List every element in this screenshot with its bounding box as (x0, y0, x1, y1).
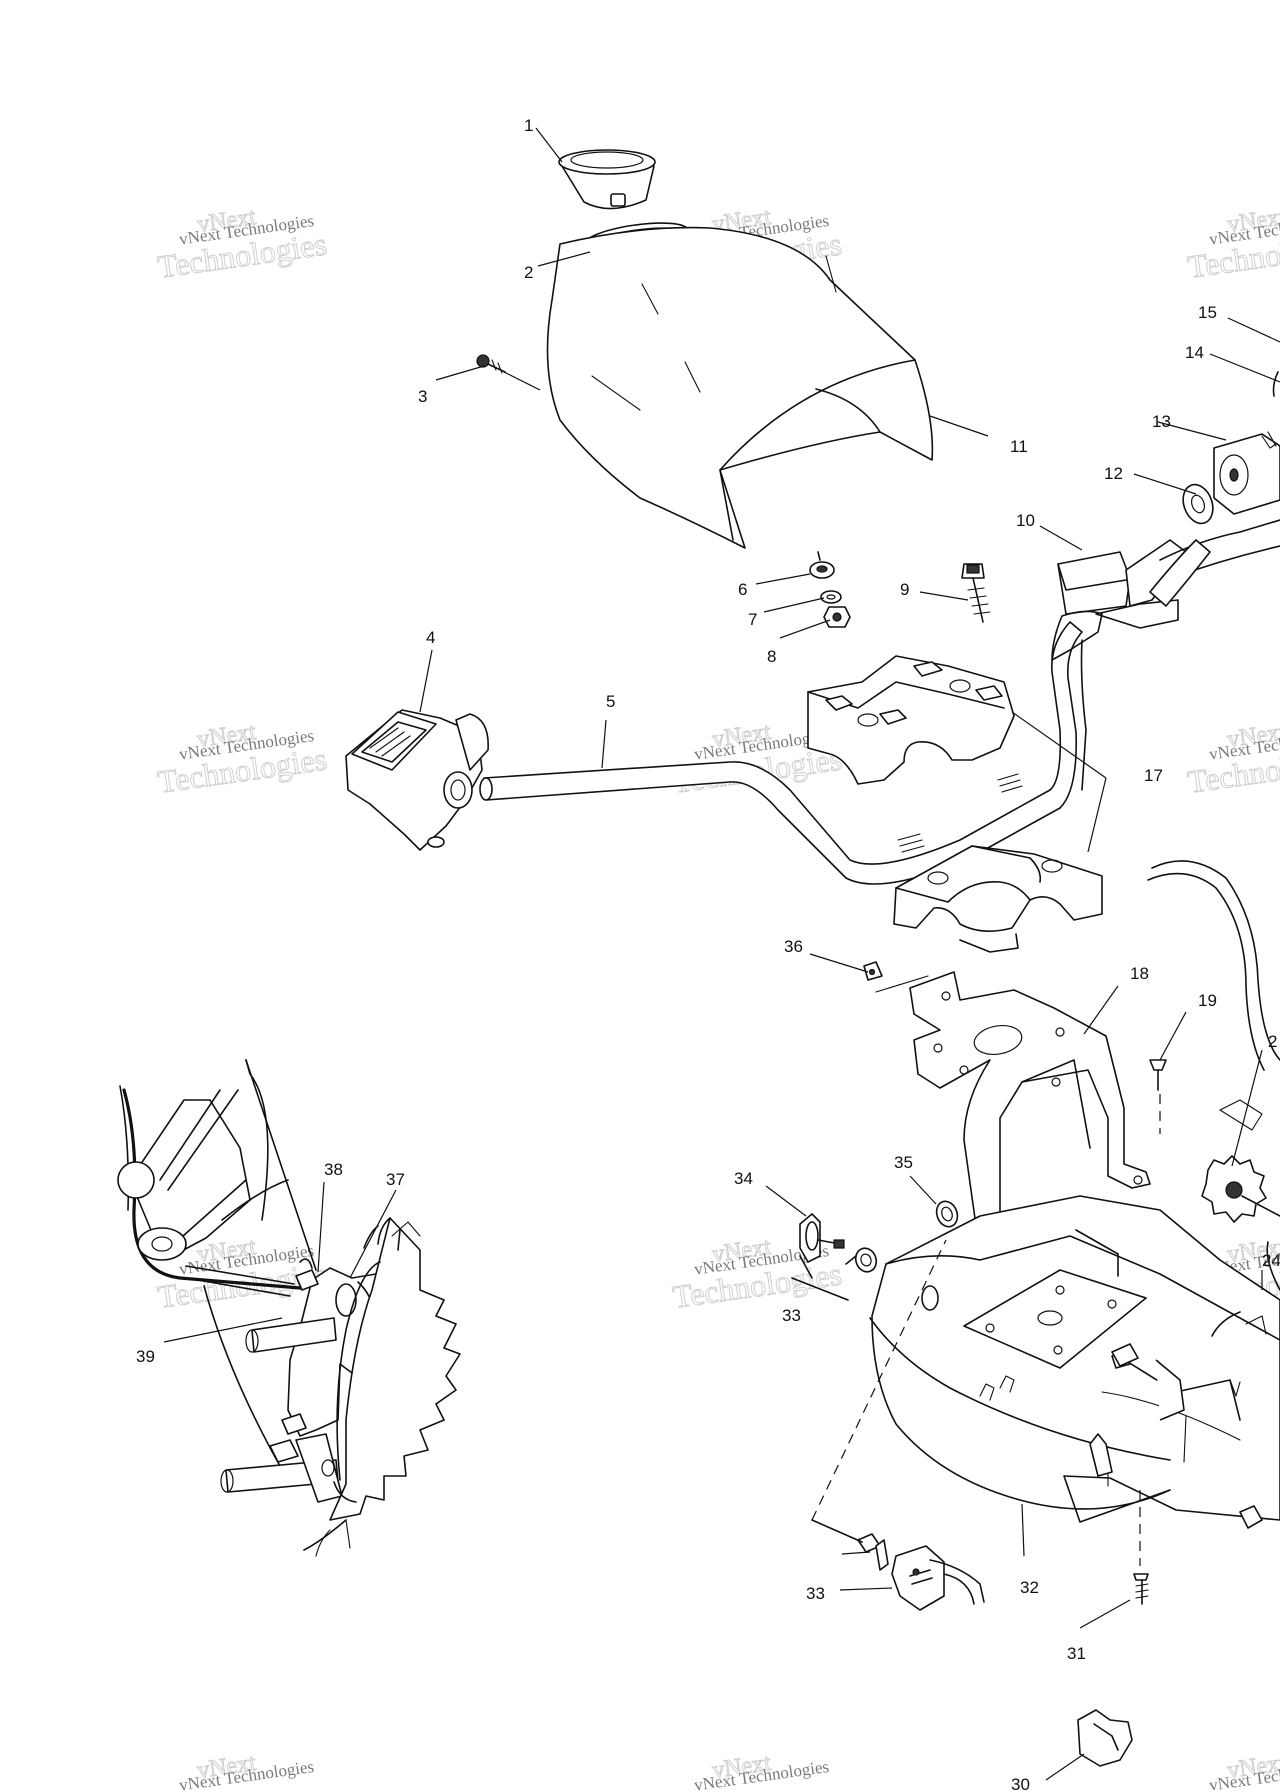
label-19: 19 (1198, 991, 1217, 1010)
label-30: 30 (1011, 1775, 1030, 1792)
part-33-bulb-upper (791, 1247, 878, 1301)
label-3: 3 (418, 387, 427, 406)
label-18: 18 (1130, 964, 1149, 983)
parts-6-7-8-hardware (809, 551, 851, 628)
label-33-upper: 33 (782, 1306, 801, 1325)
label-33-lower: 33 (806, 1584, 825, 1603)
part-19-screw (1149, 1059, 1167, 1134)
fastener-nut (1111, 1343, 1263, 1529)
part-32-console-housing (869, 1195, 1280, 1523)
part-9-bolt (961, 563, 991, 623)
inset-gear (303, 1217, 461, 1557)
label-39: 39 (136, 1347, 155, 1366)
part-5-handlebar (479, 610, 1103, 885)
watermark: vNext vNext Technologies Technologies (155, 718, 330, 800)
label-10: 10 (1016, 511, 1035, 530)
label-24: 24 (1262, 1251, 1280, 1270)
part-36-clip (863, 961, 929, 993)
part-35-grommet (935, 1200, 959, 1228)
part-17-lower-clamp (893, 845, 1103, 953)
watermark: vNext vNext Technologies (1208, 1749, 1280, 1792)
part-12-bushing (1182, 483, 1214, 525)
label-12: 12 (1104, 464, 1123, 483)
leader-lines (163, 127, 1280, 1781)
label-38: 38 (324, 1160, 343, 1179)
speedometer-cable (1147, 860, 1280, 1131)
watermark: vNext vNext Technologies Technologies (155, 203, 330, 285)
label-35: 35 (894, 1153, 913, 1172)
label-17: 17 (1144, 766, 1163, 785)
part-3-screw (476, 354, 506, 374)
part-30-clip (1077, 1709, 1133, 1767)
label-4: 4 (426, 628, 435, 647)
part-13-throttle-block (1213, 431, 1280, 515)
part-labels: 1 2 3 4 5 6 7 8 9 10 11 12 13 14 15 17 1… (136, 116, 1280, 1792)
label-1: 1 (524, 116, 533, 135)
part-10-master-cylinder (1057, 519, 1280, 629)
label-31: 31 (1067, 1644, 1086, 1663)
part-34-indicator (799, 1213, 845, 1263)
label-32: 32 (1020, 1578, 1039, 1597)
part-1-gauge (558, 149, 656, 210)
part-17-upper-clamp (807, 655, 1015, 785)
label-13: 13 (1152, 412, 1171, 431)
part-4-switch-block (345, 709, 489, 851)
part-24-gear (1201, 1155, 1280, 1291)
watermark: vNext vNext Technologies (178, 1749, 315, 1792)
label-9: 9 (900, 580, 909, 599)
label-5: 5 (606, 692, 615, 711)
watermark: vNext vNext Technologies Technologies (1185, 203, 1280, 285)
inset-spindle-assembly (117, 1059, 393, 1503)
label-8: 8 (767, 647, 776, 666)
label-6: 6 (738, 580, 747, 599)
part-31-screw (1133, 1490, 1149, 1605)
label-11: 11 (1010, 437, 1028, 456)
label-14: 14 (1185, 343, 1204, 362)
label-2b: 2 (1268, 1032, 1277, 1051)
label-36: 36 (784, 937, 803, 956)
watermark: vNext vNext Technologies Technologies (1185, 718, 1280, 800)
label-34: 34 (734, 1169, 753, 1188)
label-7: 7 (748, 610, 757, 629)
label-15: 15 (1198, 303, 1217, 322)
part-14-cable-end (1272, 371, 1279, 397)
part-11-pod-cover (546, 226, 934, 549)
part-33-bulb-lower (811, 1239, 985, 1611)
label-37: 37 (386, 1170, 405, 1189)
watermark: vNext vNext Technologies (693, 1749, 830, 1792)
label-2: 2 (524, 263, 533, 282)
